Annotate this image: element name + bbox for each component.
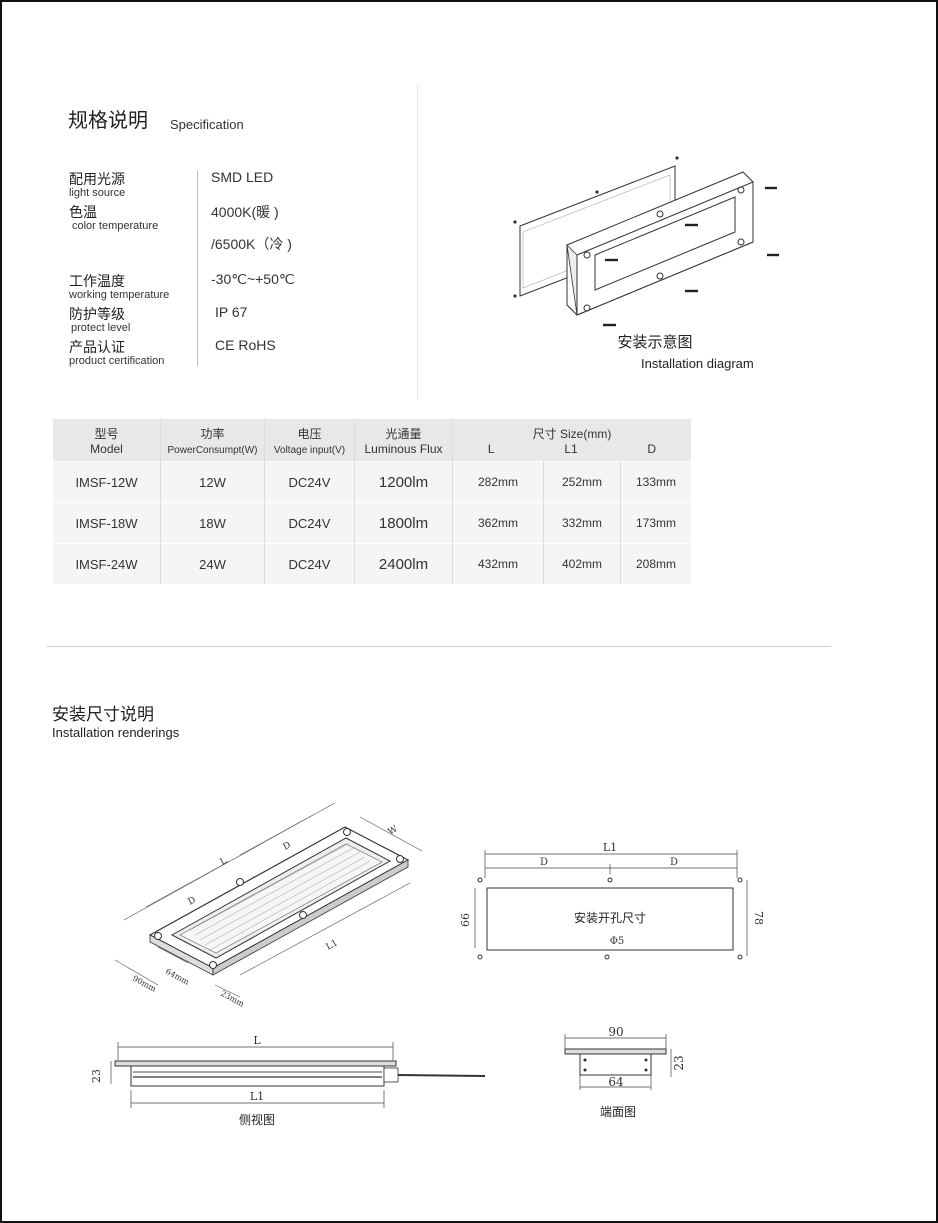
spec-label-en: light source (69, 187, 126, 199)
spec-label-en: product certification (69, 355, 165, 367)
cutout-hole-label: Φ5 (610, 936, 625, 947)
spec-label-cn: 配用光源 (69, 172, 125, 188)
table-row: IMSF-18W 18W DC24V 1800lm 362mm 332mm 17… (53, 502, 691, 544)
size-col-L: L (487, 441, 495, 456)
side-view-caption: 侧视图 (239, 1112, 275, 1127)
iso-label-64: 64mm (164, 967, 191, 987)
cutout-label-D: D (670, 857, 678, 868)
iso-label-L1: L1 (325, 938, 340, 952)
spec-label-cn: 工作温度 (69, 274, 125, 290)
iso-label-L: L (219, 856, 229, 868)
cutout-drawing: L1 D D 66 78 安装开孔尺寸 Φ5 (459, 841, 765, 960)
cutout-label-D: D (540, 857, 548, 868)
side-label-L1: L1 (250, 1090, 264, 1103)
side-label-23: 23 (90, 1069, 103, 1083)
spec-divider (197, 171, 198, 366)
spec-value: /6500K（冷 ) (211, 236, 292, 252)
iso-label-90: 90mm (131, 974, 158, 994)
installation-diagram: 安装示意图 Installation diagram (513, 156, 779, 371)
table-row: IMSF-12W 12W DC24V 1200lm 282mm 252mm 13… (53, 461, 691, 503)
side-view-drawing: L L1 23 侧视图 (90, 1034, 486, 1127)
installation-title-en: Installation renderings (52, 725, 180, 740)
end-view-caption: 端面图 (600, 1105, 636, 1119)
cutout-label-L1: L1 (603, 841, 617, 854)
installation-title-cn: 安装尺寸说明 (52, 705, 154, 725)
end-label-23: 23 (672, 1055, 686, 1070)
spec-value: SMD LED (211, 169, 274, 185)
size-col-D: D (647, 441, 657, 456)
iso-label-23: 23mm (219, 989, 246, 1009)
diagram-caption-cn: 安装示意图 (617, 333, 692, 351)
horizontal-divider (47, 646, 831, 647)
spec-label-cn: 色温 (69, 205, 97, 221)
end-label-90: 90 (608, 1025, 623, 1039)
cutout-label: 安装开孔尺寸 (574, 910, 646, 925)
cutout-label-78: 78 (752, 911, 765, 925)
spec-label-cn: 防护等级 (69, 307, 125, 323)
diagram-caption-en: Installation diagram (641, 356, 754, 371)
end-label-64: 64 (608, 1075, 624, 1089)
iso-label-D: D (187, 895, 198, 907)
iso-label-D: D (282, 840, 293, 852)
cutout-label-66: 66 (459, 913, 472, 927)
spec-title-en: Specification (170, 117, 244, 132)
iso-label-W: W (387, 824, 401, 838)
end-view-drawing: 90 64 23 端面图 (564, 1025, 686, 1119)
spec-value: CE RoHS (215, 337, 276, 353)
table-row: IMSF-24W 24W DC24V 2400lm 432mm 402mm 20… (53, 543, 691, 584)
spec-label-cn: 产品认证 (69, 340, 125, 356)
spec-value: IP 67 (215, 304, 248, 320)
spec-value: -30℃~+50℃ (211, 271, 295, 287)
section-divider (417, 84, 418, 400)
isometric-drawing: L D D W L1 90mm 64mm 23mm (114, 802, 423, 1009)
table-header-size: 尺寸 Size(mm) L L1 D (452, 419, 691, 462)
spec-label-en: working temperature (69, 289, 170, 301)
spec-label-en: protect level (71, 322, 131, 334)
spec-title-cn: 规格说明 (68, 108, 148, 132)
spec-value: 4000K(暖 ) (211, 204, 279, 220)
side-label-L: L (253, 1034, 261, 1047)
size-col-L1: L1 (564, 441, 578, 456)
spec-label-en: color temperature (72, 220, 159, 232)
